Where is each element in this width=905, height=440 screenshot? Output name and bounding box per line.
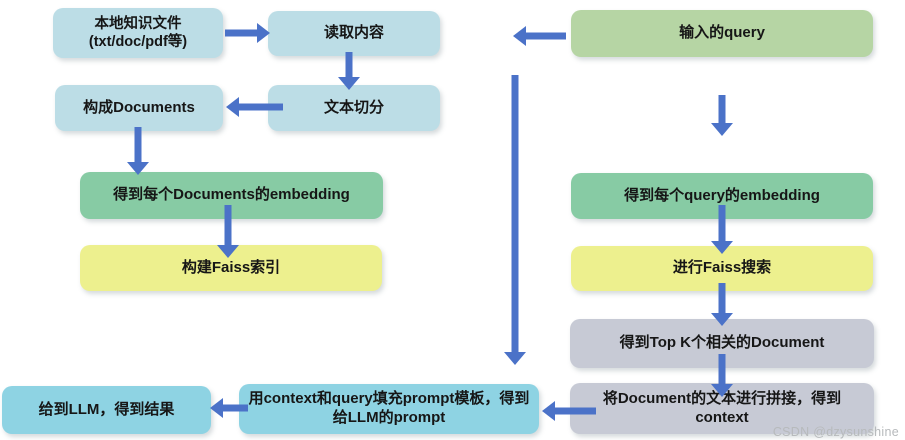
node-form-documents-label: 构成Documents bbox=[83, 98, 195, 116]
node-give-llm-label: 给到LLM，得到结果 bbox=[38, 400, 175, 418]
node-give-llm: 给到LLM，得到结果 bbox=[2, 386, 211, 434]
node-form-documents: 构成Documents bbox=[55, 85, 223, 131]
arrow-fillprompt-to-givellm bbox=[210, 398, 248, 418]
node-query-embedding-label: 得到每个query的embedding bbox=[624, 186, 820, 204]
arrow-topk-to-concatcontext bbox=[710, 354, 733, 397]
node-fill-prompt-line1: 用context和query填充prompt模板，得到 bbox=[248, 390, 530, 408]
node-doc-embedding-label: 得到每个Documents的embedding bbox=[113, 186, 350, 204]
node-text-split-label: 文本切分 bbox=[323, 98, 384, 116]
arrow-queryembedding-to-faisssearch bbox=[710, 205, 733, 254]
node-input-query-label: 输入的query bbox=[679, 24, 765, 42]
node-topk-documents-label: 得到Top K个相关的Document bbox=[619, 334, 825, 352]
node-read-content: 读取内容 bbox=[268, 11, 440, 56]
arrow-formdocuments-to-docembedding bbox=[127, 127, 149, 175]
node-input-query: 输入的query bbox=[571, 10, 873, 57]
node-local-files: 本地知识文件 (txt/doc/pdf等) bbox=[53, 8, 223, 58]
node-text-split: 文本切分 bbox=[268, 85, 440, 131]
watermark: CSDN @dzysunshine bbox=[772, 425, 899, 439]
arrow-textsplit-to-formdocuments bbox=[226, 97, 283, 117]
node-concat-context-line2: context bbox=[695, 408, 749, 426]
node-build-faiss-index-label: 构建Faiss索引 bbox=[181, 258, 281, 276]
node-fill-prompt-line2: 给LLM的prompt bbox=[332, 409, 446, 426]
arrow-inputquery-to-queryembedding bbox=[710, 95, 733, 136]
arrow-query-down-to-fillprompt bbox=[504, 75, 526, 365]
arrow-readcontent-to-textsplit bbox=[338, 52, 360, 90]
node-local-files-line2: (txt/doc/pdf等) bbox=[88, 34, 188, 50]
arrow-localfiles-to-readcontent bbox=[225, 23, 270, 43]
node-local-files-line1: 本地知识文件 bbox=[94, 15, 182, 32]
arrow-inputquery-left bbox=[513, 26, 566, 46]
arrow-docembedding-to-faissindex bbox=[217, 205, 239, 258]
node-read-content-label: 读取内容 bbox=[323, 24, 384, 42]
arrow-concatcontext-to-fillprompt bbox=[542, 401, 596, 421]
arrow-faisssearch-to-topk bbox=[710, 283, 733, 326]
node-faiss-search-label: 进行Faiss搜索 bbox=[672, 259, 772, 277]
node-fill-prompt: 用context和query填充prompt模板，得到 给LLM的prompt bbox=[239, 384, 539, 434]
node-concat-context-line1: 将Document的文本进行拼接，得到 bbox=[602, 389, 842, 407]
